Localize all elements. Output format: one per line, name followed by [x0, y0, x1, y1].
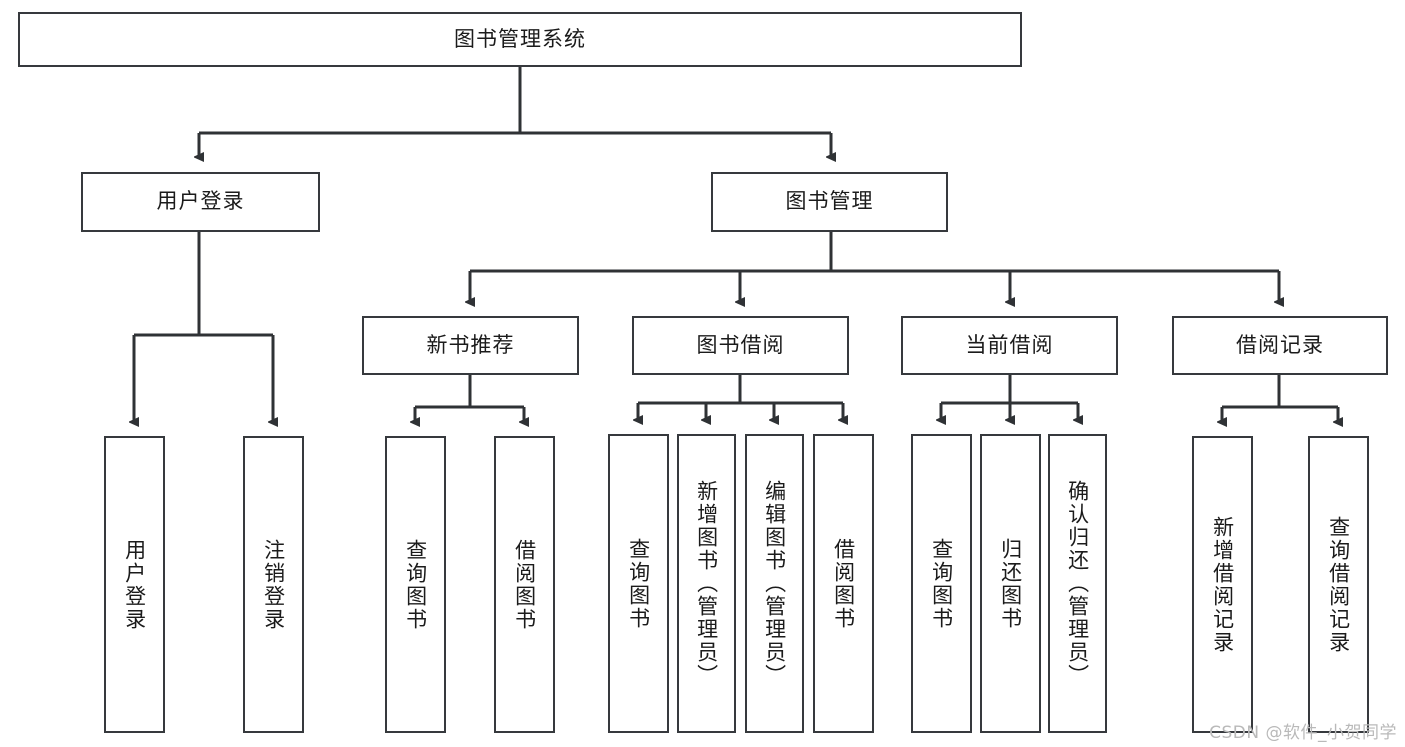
node-user-login[interactable]: 用户登录 — [81, 172, 320, 232]
node-leaf-query-book-1-label: 查询图书 — [403, 538, 428, 631]
node-leaf-add-book[interactable]: 新增图书（管理员） — [677, 434, 736, 733]
node-leaf-query-record[interactable]: 查询借阅记录 — [1308, 436, 1369, 733]
node-leaf-return-book[interactable]: 归还图书 — [980, 434, 1041, 733]
node-leaf-query-record-label: 查询借阅记录 — [1326, 515, 1351, 654]
node-leaf-query-book-2-label: 查询图书 — [626, 537, 651, 630]
node-leaf-edit-book-label: 编辑图书（管理员） — [762, 480, 787, 687]
node-borrow-record[interactable]: 借阅记录 — [1172, 316, 1388, 375]
node-leaf-borrow-book-1-label: 借阅图书 — [512, 538, 537, 631]
node-root-label: 图书管理系统 — [454, 26, 586, 51]
node-leaf-edit-book[interactable]: 编辑图书（管理员） — [745, 434, 804, 733]
node-root[interactable]: 图书管理系统 — [18, 12, 1022, 67]
node-leaf-borrow-book-2[interactable]: 借阅图书 — [813, 434, 874, 733]
node-current-borrow[interactable]: 当前借阅 — [901, 316, 1118, 375]
node-leaf-query-book-3-label: 查询图书 — [929, 537, 954, 630]
node-book-borrow-label: 图书借阅 — [696, 332, 785, 357]
node-leaf-add-book-label: 新增图书（管理员） — [694, 480, 719, 687]
node-leaf-query-book-2[interactable]: 查询图书 — [608, 434, 669, 733]
csdn-watermark: CSDN @软件_小贺同学 — [1209, 723, 1397, 743]
node-leaf-user-login-label: 用户登录 — [122, 538, 147, 631]
node-leaf-user-login[interactable]: 用户登录 — [104, 436, 165, 733]
node-leaf-borrow-book-2-label: 借阅图书 — [831, 537, 856, 630]
node-book-manage[interactable]: 图书管理 — [711, 172, 948, 232]
node-leaf-add-record[interactable]: 新增借阅记录 — [1192, 436, 1253, 733]
node-new-book-rec[interactable]: 新书推荐 — [362, 316, 579, 375]
node-book-borrow[interactable]: 图书借阅 — [632, 316, 849, 375]
node-leaf-query-book-1[interactable]: 查询图书 — [385, 436, 446, 733]
node-user-login-label: 用户登录 — [156, 189, 245, 214]
node-leaf-borrow-book-1[interactable]: 借阅图书 — [494, 436, 555, 733]
node-book-manage-label: 图书管理 — [785, 189, 874, 214]
node-new-book-rec-label: 新书推荐 — [426, 332, 515, 357]
node-leaf-confirm-return[interactable]: 确认归还（管理员） — [1048, 434, 1107, 733]
node-borrow-record-label: 借阅记录 — [1236, 332, 1324, 357]
node-leaf-logout-label: 注销登录 — [261, 538, 286, 631]
node-leaf-return-book-label: 归还图书 — [998, 537, 1023, 630]
node-current-borrow-label: 当前借阅 — [965, 332, 1054, 357]
node-leaf-logout[interactable]: 注销登录 — [243, 436, 304, 733]
node-leaf-query-book-3[interactable]: 查询图书 — [911, 434, 972, 733]
node-leaf-confirm-return-label: 确认归还（管理员） — [1065, 480, 1090, 687]
node-leaf-add-record-label: 新增借阅记录 — [1210, 515, 1235, 654]
